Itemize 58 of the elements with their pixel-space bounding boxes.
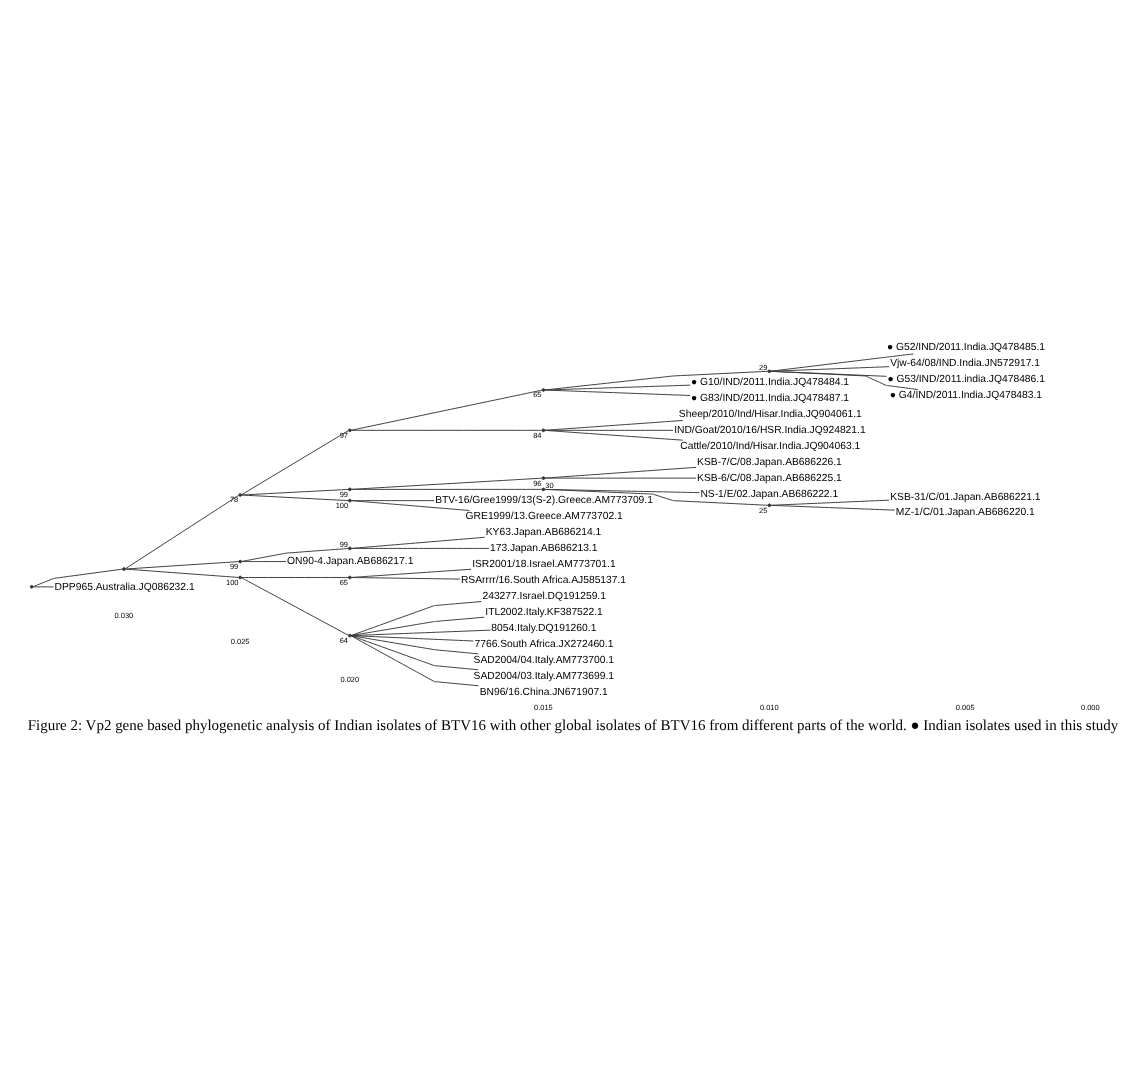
connector xyxy=(350,535,486,548)
node-point xyxy=(541,475,546,479)
connector xyxy=(544,465,697,478)
node-point xyxy=(348,545,352,550)
connector xyxy=(32,585,54,587)
connector xyxy=(241,576,349,577)
connector xyxy=(350,600,482,635)
connector xyxy=(770,498,890,505)
caption: Figure 2: Vp2 gene based phylogenetic analysis of Indian isolates of BTV16 with other global isolates of BTV16 from different parts of the world. ● Indian isolates used in this study xyxy=(27,714,1119,733)
connector xyxy=(350,546,490,548)
node-point xyxy=(541,387,546,391)
connector xyxy=(770,503,896,510)
connector xyxy=(770,365,890,371)
connector xyxy=(350,634,474,641)
connector xyxy=(125,493,240,569)
node-point xyxy=(348,427,352,432)
node-point xyxy=(29,584,34,588)
node-point xyxy=(238,574,242,579)
connector xyxy=(770,352,914,371)
node-point xyxy=(767,502,772,507)
connector xyxy=(350,476,543,489)
connector xyxy=(544,428,684,440)
connector xyxy=(125,567,240,577)
connector xyxy=(32,567,124,587)
node-point xyxy=(767,368,772,373)
node-point xyxy=(348,574,352,579)
connector xyxy=(350,567,472,577)
connector xyxy=(241,547,349,561)
connector xyxy=(350,634,480,686)
node-point xyxy=(348,632,352,637)
connector xyxy=(350,576,461,579)
connector xyxy=(544,419,684,430)
connector xyxy=(350,388,543,430)
connector xyxy=(544,383,691,390)
connector xyxy=(544,487,769,505)
connector xyxy=(350,499,470,510)
connector xyxy=(544,369,769,390)
connector xyxy=(241,429,349,495)
connector xyxy=(350,634,479,654)
connector xyxy=(770,369,919,389)
connector xyxy=(350,634,479,670)
node-point xyxy=(122,566,126,570)
connector xyxy=(350,487,543,489)
connector xyxy=(125,560,240,569)
connector xyxy=(241,576,349,635)
connector xyxy=(241,487,349,495)
node-point xyxy=(238,492,242,496)
connector xyxy=(350,428,543,430)
connector xyxy=(350,499,435,501)
connector xyxy=(241,493,349,501)
connector xyxy=(544,476,697,478)
connector xyxy=(544,388,691,395)
node-point xyxy=(541,427,546,432)
connector xyxy=(241,560,287,562)
connector xyxy=(350,615,485,635)
connector xyxy=(350,628,491,636)
node-point xyxy=(238,558,242,563)
node-point xyxy=(541,486,546,491)
